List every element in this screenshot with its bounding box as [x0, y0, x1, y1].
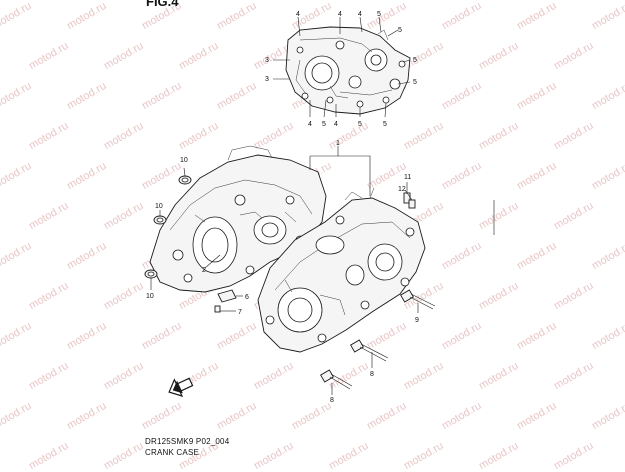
seal-10-b: [153, 210, 167, 225]
figure-label: FIG.4: [146, 0, 179, 9]
callout-9: 9: [415, 317, 419, 324]
bolt-8-upper: [350, 339, 389, 368]
callout-4: 4: [358, 11, 362, 18]
right-crankcase-half: [257, 187, 426, 353]
callout-5: 5: [398, 27, 402, 34]
drawing-code: DR125SMK9 P02_004: [145, 437, 230, 446]
callout-11: 11: [404, 174, 411, 181]
bolt-9: [400, 289, 436, 313]
callout-6: 6: [245, 294, 249, 301]
callout-12: 12: [398, 186, 406, 193]
callout-3: 3: [265, 57, 269, 64]
callout-5: 5: [358, 121, 362, 128]
front-direction-arrow-icon: [168, 377, 194, 397]
callout-4: 4: [338, 11, 342, 18]
callout-1: 1: [336, 140, 340, 147]
callout-2: 2: [202, 267, 206, 274]
inset-leader-lines: [273, 16, 411, 118]
callout-4: 4: [308, 121, 312, 128]
callout-5: 5: [322, 121, 326, 128]
callout-8: 8: [330, 397, 334, 404]
inset-crankcase-view: [285, 26, 411, 115]
callout-5: 5: [383, 121, 387, 128]
callout-4: 4: [296, 11, 300, 18]
bolt-7: [214, 305, 236, 313]
callout-7: 7: [238, 309, 242, 316]
callout-3: 3: [265, 76, 269, 83]
callout-5: 5: [413, 79, 417, 86]
callout-10: 10: [146, 293, 154, 300]
bolt-8-lower: [320, 369, 353, 395]
seal-10-a: [178, 167, 192, 185]
part-1-bracket: [309, 146, 371, 196]
callout-numbers: 4 4 4 5 5 5 5 3 3 4 5 4 5 5 1 10 10 10 2…: [146, 11, 419, 404]
callout-10: 10: [180, 157, 188, 164]
drawing-title: CRANK CASE: [145, 448, 200, 457]
callout-8: 8: [370, 371, 374, 378]
left-crankcase-half: [149, 145, 327, 293]
seal-10-c: [144, 269, 158, 290]
bracket-6: [217, 289, 243, 303]
pin-11-12: [403, 182, 416, 209]
callout-4: 4: [334, 121, 338, 128]
part-2-leader: [204, 254, 221, 269]
callout-10: 10: [155, 203, 163, 210]
callout-5: 5: [377, 11, 381, 18]
callout-5: 5: [413, 57, 417, 64]
